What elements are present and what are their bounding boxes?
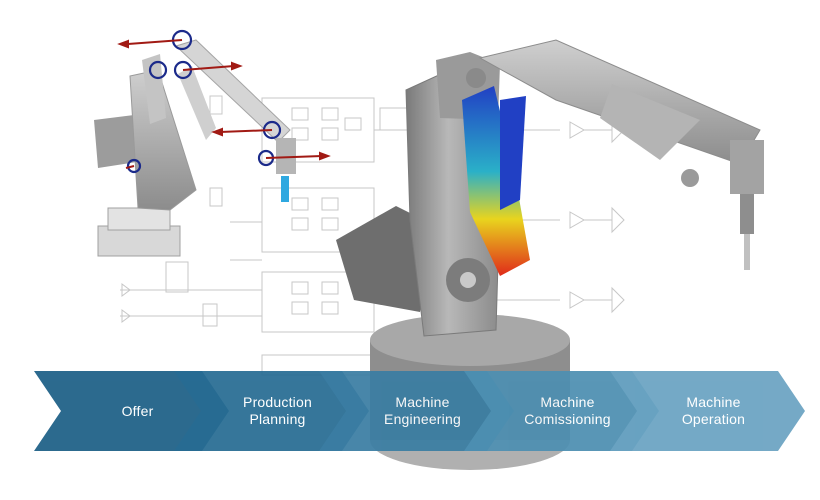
process-step-label-line: Engineering [384,411,461,427]
process-step-label-line: Production [243,394,312,410]
process-step-label-line: Machine [540,394,595,410]
process-step-label-line: Offer [121,402,154,419]
process-step-label-line: Planning [249,411,306,427]
force-arrows [117,39,331,169]
stress-highlight [462,86,530,276]
robot-kinematics-model [94,29,331,257]
tool-spindle [281,176,289,202]
robot-stress-analysis-model [336,39,764,470]
process-step-label-line: Operation [681,411,746,427]
process-step-label: Offer [110,403,154,420]
process-step-label-line: Comissioning [524,411,611,427]
process-step-label-line: Machine [686,394,741,410]
process-step-label-line: Machine [395,394,450,410]
